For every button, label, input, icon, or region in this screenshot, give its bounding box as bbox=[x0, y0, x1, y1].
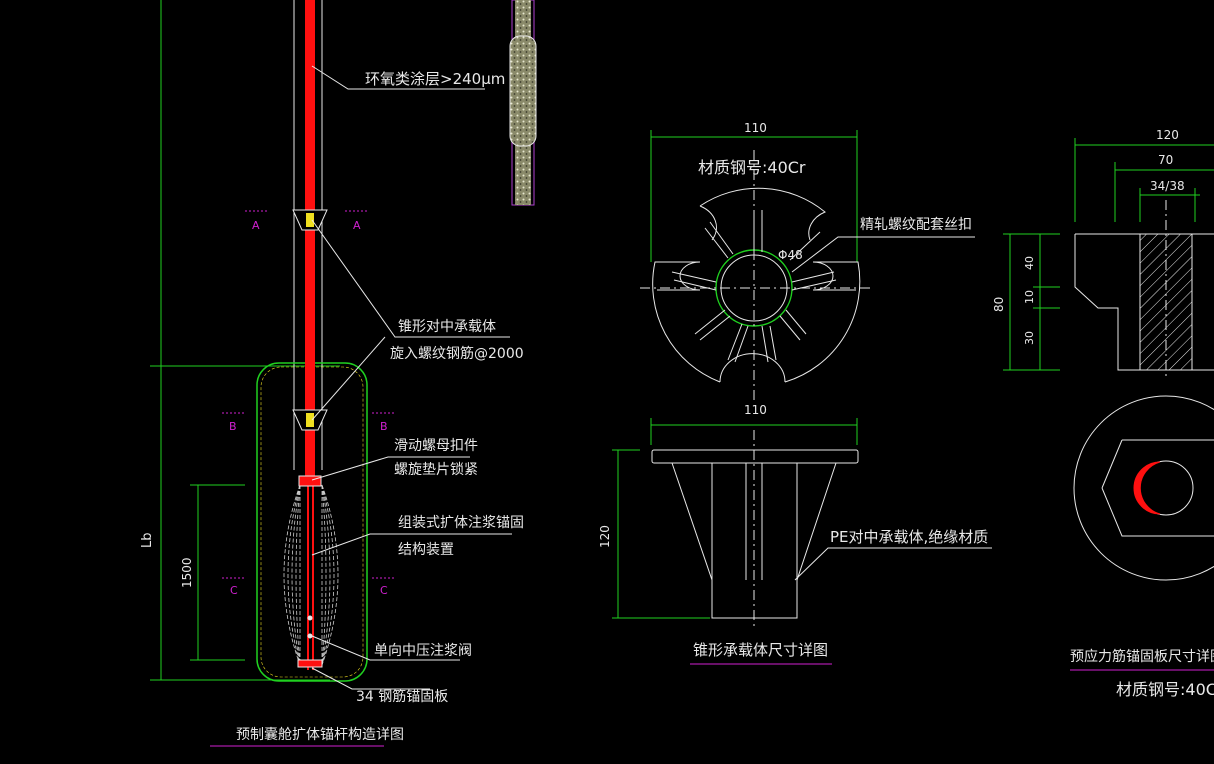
dim-120: 120 bbox=[1156, 128, 1179, 142]
cone-note-2: 旋入螺纹钢筋@2000 bbox=[390, 345, 524, 362]
middle-title: 锥形承载体尺寸详图 bbox=[693, 641, 828, 659]
anchor-rod-detail bbox=[150, 0, 537, 747]
section-c-left: C bbox=[230, 584, 238, 597]
section-c-right: C bbox=[380, 584, 388, 597]
anchor-plate-labels: 120 70 34/38 80 40 10 30 预应力筋锚固板尺寸详图 材质钢… bbox=[992, 128, 1214, 699]
section-b-left: B bbox=[229, 420, 237, 433]
nut-note-1: 滑动螺母扣件 bbox=[394, 437, 478, 454]
section-a-right: A bbox=[353, 219, 361, 232]
thread-note: 精轧螺纹配套丝扣 bbox=[860, 217, 972, 233]
right-title: 预应力筋锚固板尺寸详图 bbox=[1070, 648, 1214, 665]
device-note-2: 结构装置 bbox=[398, 542, 454, 558]
cone-carrier-detail bbox=[612, 130, 992, 665]
plate-note: 34 钢筋锚固板 bbox=[356, 688, 448, 705]
dim-70: 70 bbox=[1158, 153, 1173, 167]
coating-note: 环氧类涂层>240μm bbox=[365, 70, 505, 88]
section-a-left: A bbox=[252, 219, 260, 232]
nut-note-2: 螺旋垫片锁紧 bbox=[394, 462, 478, 478]
anchor-rod-labels: 环氧类涂层>240μm 锥形对中承载体 旋入螺纹钢筋@2000 滑动螺母扣件 螺… bbox=[140, 70, 524, 743]
valve-note: 单向中压注浆阀 bbox=[374, 643, 472, 659]
dim-lb: Lb bbox=[140, 533, 155, 549]
dim-bottom-110: 110 bbox=[744, 403, 767, 417]
dim-34-38: 34/38 bbox=[1150, 179, 1185, 193]
left-title: 预制囊舱扩体锚杆构造详图 bbox=[236, 726, 404, 743]
dim-10: 10 bbox=[1023, 290, 1036, 304]
hole-diameter: Φ48 bbox=[778, 248, 803, 262]
cone-carrier-labels: 110 材质钢号:40Cr 精轧螺纹配套丝扣 Φ48 110 120 PE对中承… bbox=[598, 121, 988, 659]
right-material: 材质钢号:40Cr bbox=[1116, 680, 1214, 699]
section-b-right: B bbox=[380, 420, 388, 433]
dim-height-120: 120 bbox=[598, 525, 612, 548]
dim-80: 80 bbox=[992, 297, 1006, 312]
material-note: 材质钢号:40Cr bbox=[698, 158, 806, 177]
dim-40: 40 bbox=[1023, 256, 1036, 270]
pe-note: PE对中承载体,绝缘材质 bbox=[830, 528, 988, 546]
device-note-1: 组装式扩体注浆锚固 bbox=[398, 515, 524, 531]
anchor-plate-detail bbox=[1003, 138, 1214, 671]
dim-1500: 1500 bbox=[180, 557, 194, 588]
dim-top-110: 110 bbox=[744, 121, 767, 135]
dim-30: 30 bbox=[1023, 331, 1036, 345]
cone-note-1: 锥形对中承载体 bbox=[398, 319, 496, 335]
